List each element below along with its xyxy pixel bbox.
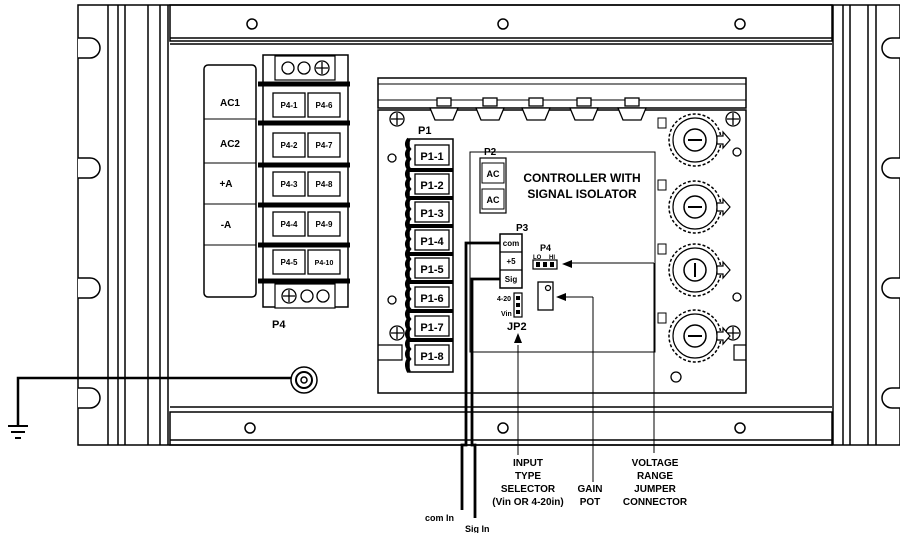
p4-jumper-hi: HI: [549, 255, 555, 261]
p2-pin-2: AC: [487, 195, 500, 205]
p4-terminal-10: P4-10: [315, 260, 334, 267]
jp2-label: JP2: [507, 321, 527, 333]
callout-leaders: [517, 262, 655, 482]
signal-wires: [460, 241, 500, 518]
p1-terminal-3: P1-3: [420, 208, 443, 220]
svg-text:INPUT: INPUT: [513, 458, 543, 469]
mounting-slot-icon: [78, 387, 101, 409]
mounting-slot-icon: [881, 387, 900, 409]
mounting-slot-icon: [881, 277, 900, 299]
mounting-slot-icon: [881, 37, 900, 59]
svg-text:CONNECTOR: CONNECTOR: [623, 497, 688, 508]
p1-connector-label: P1: [418, 125, 431, 137]
mounting-slots: [78, 37, 900, 409]
p2-label: P2: [484, 147, 497, 158]
terminal-block-p4: AC1 AC2 +A -A: [203, 54, 350, 331]
p4-jumper-label: P4: [540, 243, 551, 253]
p1-terminal-1: P1-1: [420, 151, 443, 163]
svg-text:(Vin OR 4-20in): (Vin OR 4-20in): [492, 497, 564, 508]
channel-holes: [244, 18, 746, 434]
board-title-line1: CONTROLLER WITH: [523, 171, 640, 185]
p1-terminal-8: P1-8: [420, 351, 443, 363]
mounting-slot-icon: [78, 157, 101, 179]
p3-label: P3: [516, 223, 529, 234]
p3-pin-sig: Sig: [505, 275, 518, 284]
svg-text:JUMPER: JUMPER: [634, 484, 676, 495]
p4-label-plus-a: +A: [219, 179, 232, 190]
terminal-block-p1: P1 P1-1 P1-2 P1-3 P1-4 P1-5 P1-6: [405, 125, 454, 373]
p4-terminal-5: P4-5: [281, 258, 298, 267]
p4-terminal-8: P4-8: [316, 180, 333, 189]
p3-pin-com: com: [503, 239, 519, 248]
svg-text:GAIN: GAIN: [578, 484, 603, 495]
trim-pot-icon: [668, 180, 731, 234]
p1-terminal-2: P1-2: [420, 180, 443, 192]
p4-terminal-4: P4-4: [281, 220, 298, 229]
p2-pin-1: AC: [487, 169, 500, 179]
ground-symbol-icon: [8, 425, 28, 439]
p4-label-ac1: AC1: [220, 98, 240, 109]
callout-input-type: INPUT TYPE SELECTOR (Vin OR 4-20in): [492, 458, 564, 508]
p1-terminal-7: P1-7: [420, 322, 443, 334]
sig-in-label: Sig In: [465, 524, 490, 533]
trim-pot-icon: [668, 113, 731, 167]
svg-text:SELECTOR: SELECTOR: [501, 484, 556, 495]
p1-terminal-6: P1-6: [420, 293, 443, 305]
p3-pin-5v: +5: [506, 257, 516, 266]
sig-in-wire: [470, 277, 500, 518]
callout-gain-pot: GAIN POT: [578, 484, 603, 508]
trim-pot-icon: [668, 243, 731, 297]
svg-text:TYPE: TYPE: [515, 471, 541, 482]
p4-terminal-1: P4-1: [281, 101, 298, 110]
callout-voltage-range: VOLTAGE RANGE JUMPER CONNECTOR: [623, 458, 688, 508]
com-in-label: com In: [425, 513, 454, 523]
ground-connection: [8, 366, 318, 439]
p4-connector-label: P4: [272, 319, 286, 331]
com-in-wire: [460, 241, 500, 510]
jp2-opt-vin: Vin: [501, 311, 512, 318]
p1-terminal-5: P1-5: [420, 264, 443, 276]
trim-pots: [657, 113, 731, 363]
mounting-slot-icon: [78, 277, 101, 299]
jp2-opt-4-20: 4-20: [497, 296, 511, 303]
board-title-line2: SIGNAL ISOLATOR: [527, 187, 637, 201]
p4-label-minus-a: -A: [221, 220, 232, 231]
p4-terminal-2: P4-2: [281, 141, 298, 150]
svg-text:VOLTAGE: VOLTAGE: [632, 458, 679, 469]
svg-text:RANGE: RANGE: [637, 471, 673, 482]
chassis: [77, 4, 900, 446]
p4-terminal-9: P4-9: [316, 220, 333, 229]
mounting-slot-icon: [881, 157, 900, 179]
p4-terminal-7: P4-7: [316, 141, 333, 150]
svg-text:POT: POT: [580, 497, 601, 508]
p4-terminal-3: P4-3: [281, 180, 298, 189]
mounting-slot-icon: [78, 37, 101, 59]
p4-label-ac2: AC2: [220, 139, 240, 150]
p1-terminal-4: P1-4: [420, 236, 444, 248]
p4-terminal-6: P4-6: [316, 101, 333, 110]
trim-pot-icon: [668, 309, 731, 363]
p4-jumper-lo: LO: [533, 255, 542, 261]
